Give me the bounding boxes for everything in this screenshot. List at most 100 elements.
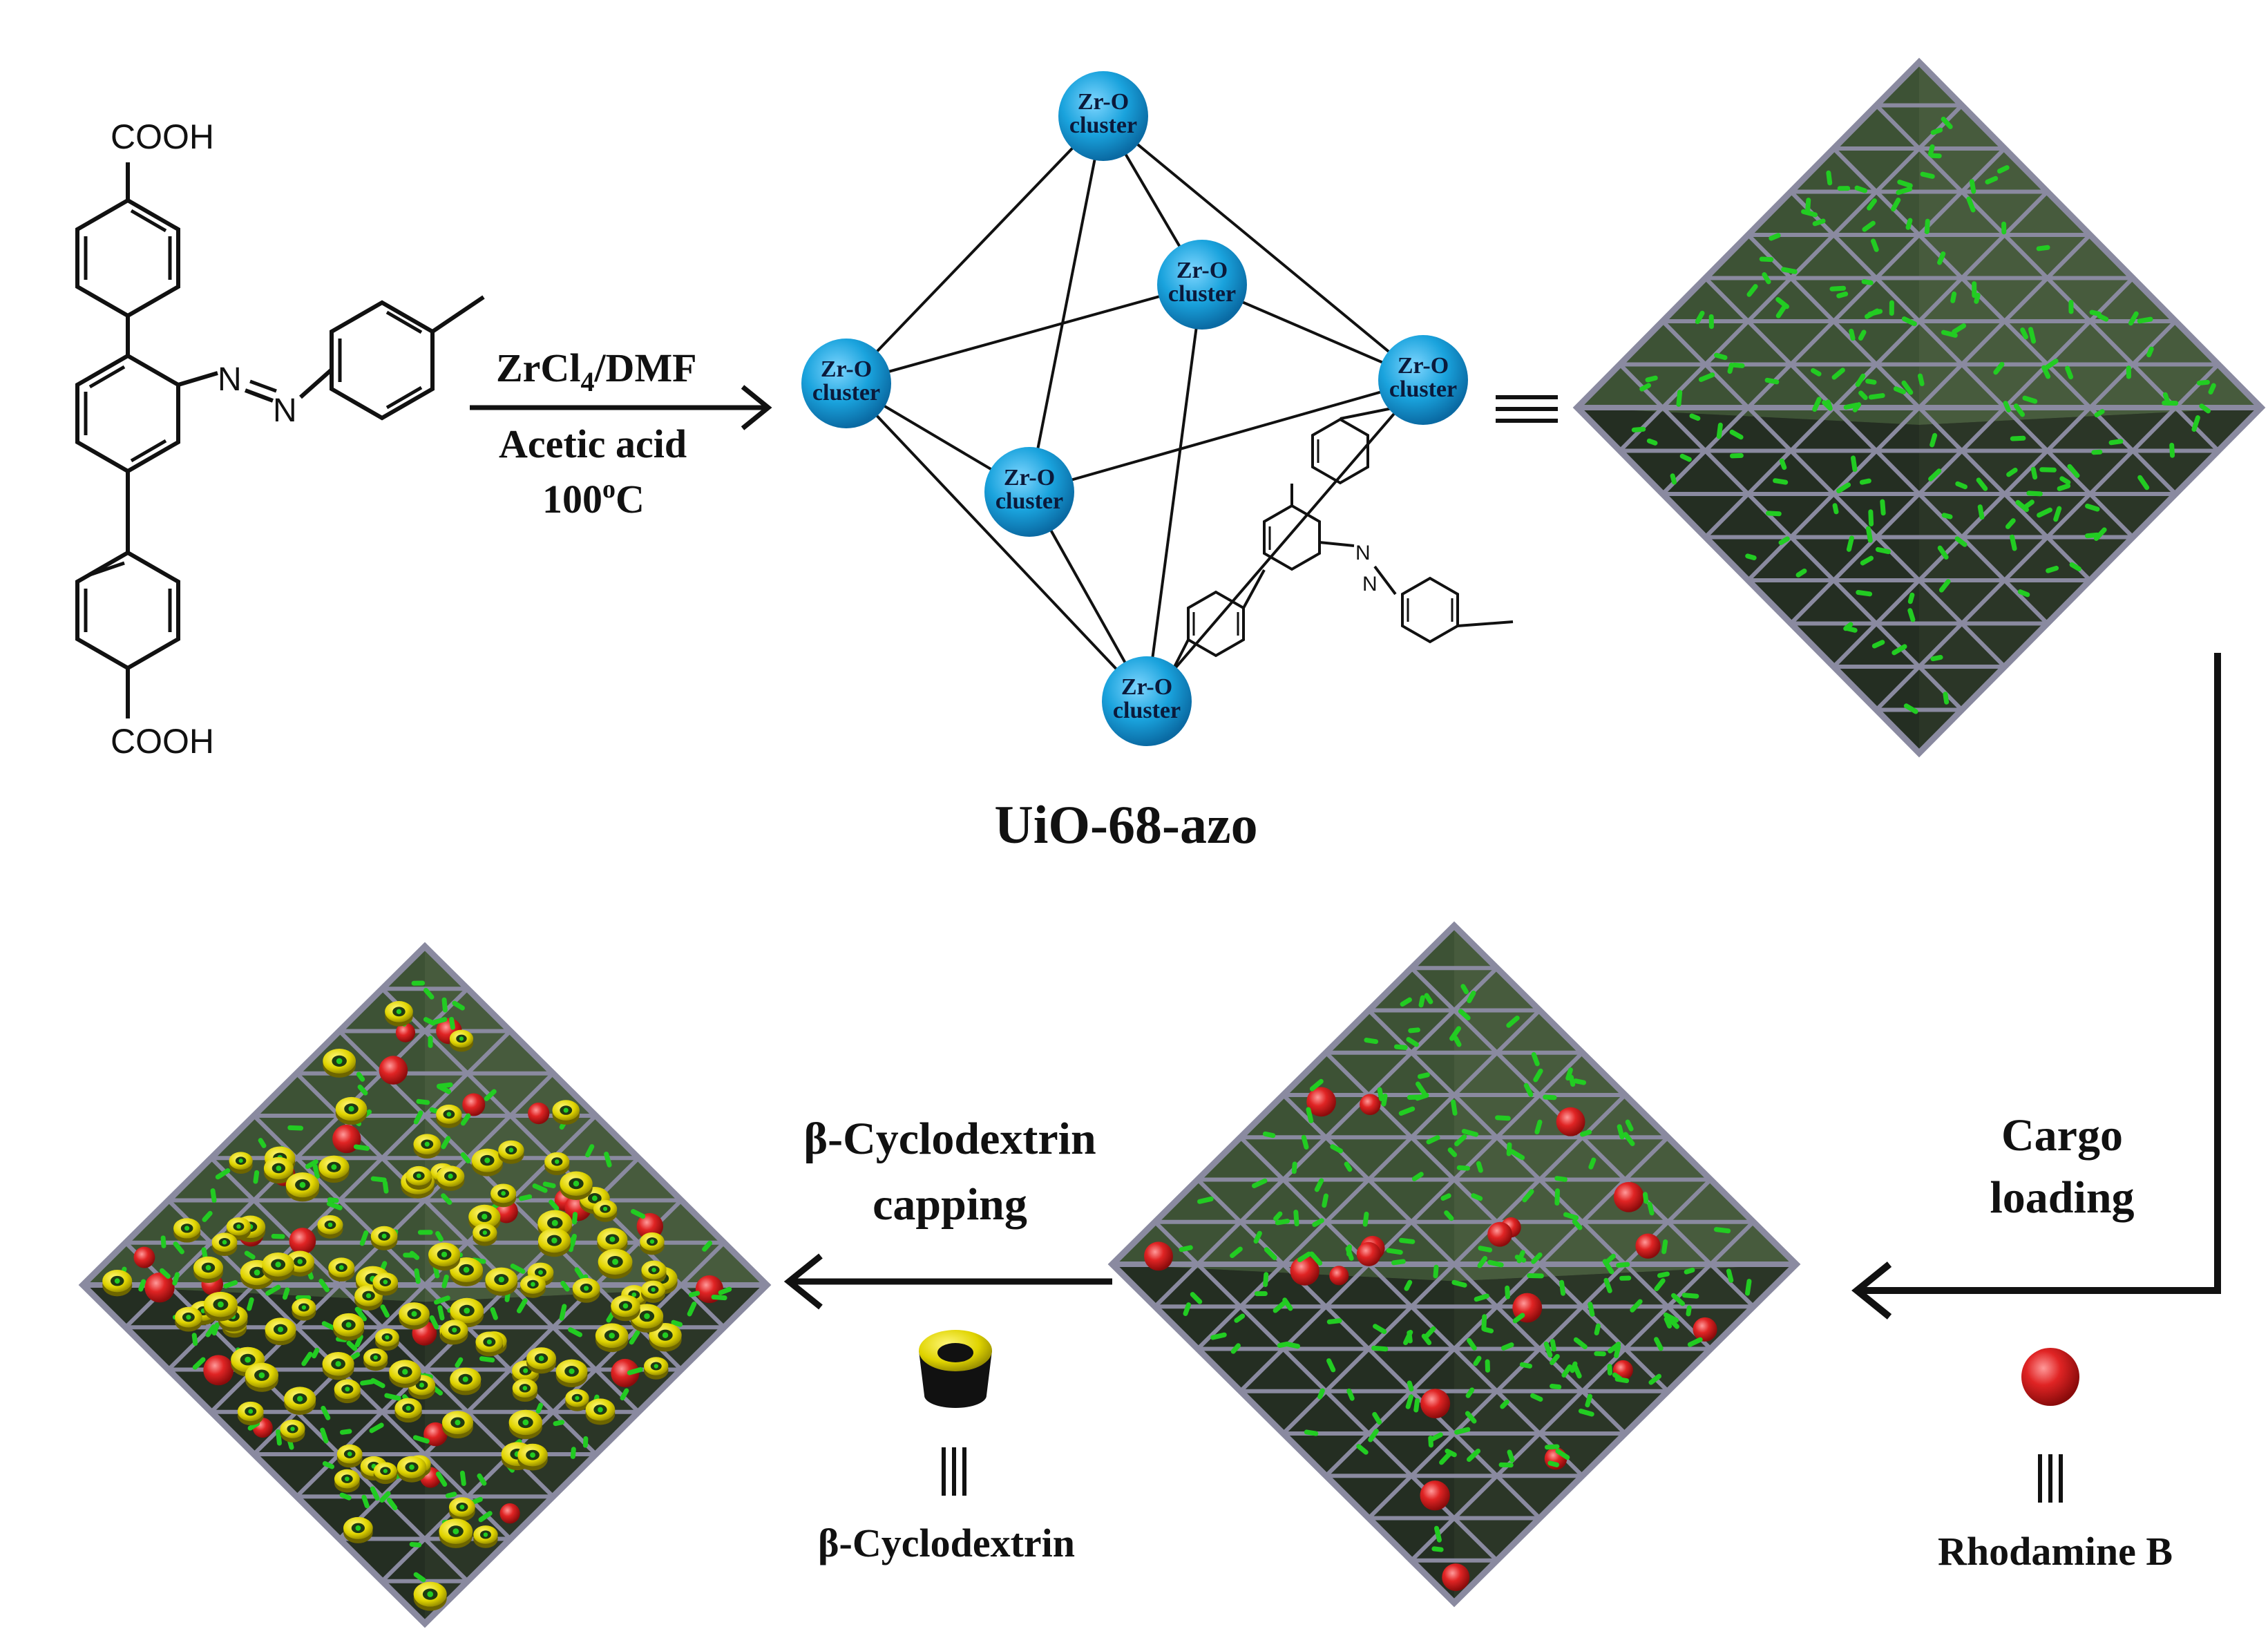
cyclodextrin-ring [473, 1525, 498, 1548]
zr-o-cluster-node: Zr-O cluster [1102, 656, 1192, 746]
azo-linkers [1179, 984, 1752, 1552]
cyclodextrin-ring [595, 1323, 629, 1353]
cyclodextrin-ring [363, 1348, 388, 1371]
rhodamine-sphere [1356, 1241, 1381, 1266]
rhodamine-legend: Rhodamine B [1938, 1348, 2173, 1574]
cyclodextrin-ring [334, 1469, 360, 1493]
cyclodextrin-ring [335, 1096, 368, 1125]
cyclodextrin-ring [485, 1267, 518, 1296]
cyclodextrin-ring [193, 1256, 224, 1284]
rhodamine-sphere [1556, 1107, 1585, 1136]
cyclodextrin-ring [490, 1183, 517, 1208]
cyclodextrin-ring [598, 1248, 633, 1279]
cyclodextrin-ring [597, 1228, 628, 1255]
cluster-label-top: Zr-O [1176, 258, 1228, 283]
cyclodextrin-ring [512, 1378, 538, 1402]
cluster-label-top: Zr-O [1398, 353, 1449, 379]
rhodamine-equiv-bars [2038, 1454, 2063, 1503]
cyclodextrin-ring [285, 1172, 320, 1202]
cyclodextrin-ring [552, 1100, 580, 1125]
rhodamine-sphere [203, 1355, 234, 1386]
cyclodextrin-ring [284, 1387, 316, 1415]
framework-azo-n2: N [1362, 573, 1378, 596]
cyclodextrin-ring [413, 1134, 441, 1159]
condition-temperature: 100oC [542, 475, 645, 522]
cyclodextrin-ring [441, 1320, 468, 1344]
cyclodextrin-ring [537, 1228, 571, 1257]
cyclodextrin-ring [280, 1419, 305, 1442]
zr-o-cluster-node: Zr-O cluster [984, 447, 1074, 537]
rhodamine-sphere [636, 1212, 663, 1240]
cyclodextrin-ring [449, 1029, 474, 1052]
rhodamine-sphere [1360, 1094, 1381, 1116]
cyclodextrin-ring [498, 1140, 524, 1164]
cyclodextrin-ring [413, 1581, 447, 1611]
rhodamine-sphere [1442, 1563, 1470, 1592]
cyclodextrin-ring [245, 1362, 278, 1392]
crystal-outline [1107, 921, 1801, 1608]
cyclodextrin-ring [593, 1199, 618, 1222]
cyclodextrin-ring [517, 1443, 548, 1471]
cargo-label-line2: loading [1990, 1172, 2134, 1223]
cyclodextrin-ring [333, 1313, 365, 1341]
rhodamine-sphere [1329, 1266, 1349, 1286]
rhodamine-sphere [1420, 1480, 1450, 1511]
cyclodextrin-ring [555, 1359, 588, 1388]
cyclodextrin-ring [374, 1328, 399, 1351]
cyclodextrin-ring [450, 1297, 484, 1328]
cyclodextrin-ring [237, 1401, 264, 1426]
framework-nodes: Zr-O cluster Zr-O cluster Zr-O cluster Z… [801, 71, 1468, 746]
azo-nitrogen-2: N [273, 392, 297, 429]
cyclodextrin-ring [471, 1148, 504, 1177]
azo-nitrogen-1: N [218, 361, 242, 398]
framework-linker-sketch [1170, 406, 1514, 674]
capping-label-line1: β-Cyclodextrin [803, 1114, 1096, 1164]
cyclodextrin-ring [475, 1331, 504, 1357]
cyclodextrin-ring [262, 1252, 294, 1281]
cluster-label-bottom: cluster [1069, 113, 1137, 138]
zr-o-cluster-node: Zr-O cluster [1157, 240, 1247, 330]
rhodamine-sphere [1635, 1233, 1661, 1259]
cyclodextrin-ring [328, 1257, 355, 1282]
cyclodextrin-ring [473, 1223, 497, 1246]
top-carboxyl-label: COOH [111, 117, 214, 156]
rhodamine-sphere [144, 1273, 175, 1303]
linker-molecule [75, 162, 485, 718]
rhodamine-sphere-icon [2021, 1348, 2079, 1406]
azo-linkers [1631, 116, 2216, 714]
bottom-carboxyl-label: COOH [111, 722, 214, 761]
cluster-label-top: Zr-O [821, 356, 872, 382]
reagent-label: ZrCl4/DMF [496, 345, 697, 397]
cluster-label-bottom: cluster [1168, 281, 1236, 307]
cyclodextrin-equiv-bars [942, 1447, 966, 1496]
zr-o-cluster-node: Zr-O cluster [1378, 335, 1468, 425]
cyclodextrin-ring [173, 1218, 201, 1243]
cyclodextrin-label: β-Cyclodextrin [818, 1521, 1075, 1565]
cyclodextrin-ring [385, 1001, 413, 1027]
cyclodextrin-ring [318, 1155, 350, 1183]
cyclodextrin-ring [399, 1302, 430, 1330]
cyclodextrin-ring [585, 1398, 616, 1425]
cluster-label-bottom: cluster [1389, 377, 1457, 402]
cluster-label-bottom: cluster [1113, 698, 1181, 723]
cyclodextrin-ring [641, 1260, 667, 1284]
cyclodextrin-ring [640, 1232, 665, 1255]
cyclodextrin-ring [265, 1317, 296, 1346]
rhodamine-sphere [423, 1422, 448, 1447]
capping-label-line2: capping [873, 1179, 1027, 1230]
cluster-label-bottom: cluster [995, 488, 1063, 514]
cyclodextrin-ring [370, 1226, 398, 1250]
rhodamine-sphere [1144, 1241, 1173, 1271]
zr-o-cluster-node: Zr-O cluster [801, 339, 891, 428]
lattice-grid [1152, 966, 1756, 1563]
rhodamine-sphere [462, 1093, 486, 1116]
cluster-label-top: Zr-O [1078, 89, 1129, 115]
cyclodextrin-ring [611, 1295, 640, 1322]
rhodamine-sphere [1306, 1087, 1336, 1117]
rhodamine-sphere [1613, 1181, 1644, 1212]
cyclodextrin-ring [372, 1272, 399, 1296]
cluster-label-top: Zr-O [1121, 674, 1172, 700]
mof-crystal-loaded [1107, 921, 1801, 1608]
cargo-label-line1: Cargo [2001, 1110, 2123, 1161]
